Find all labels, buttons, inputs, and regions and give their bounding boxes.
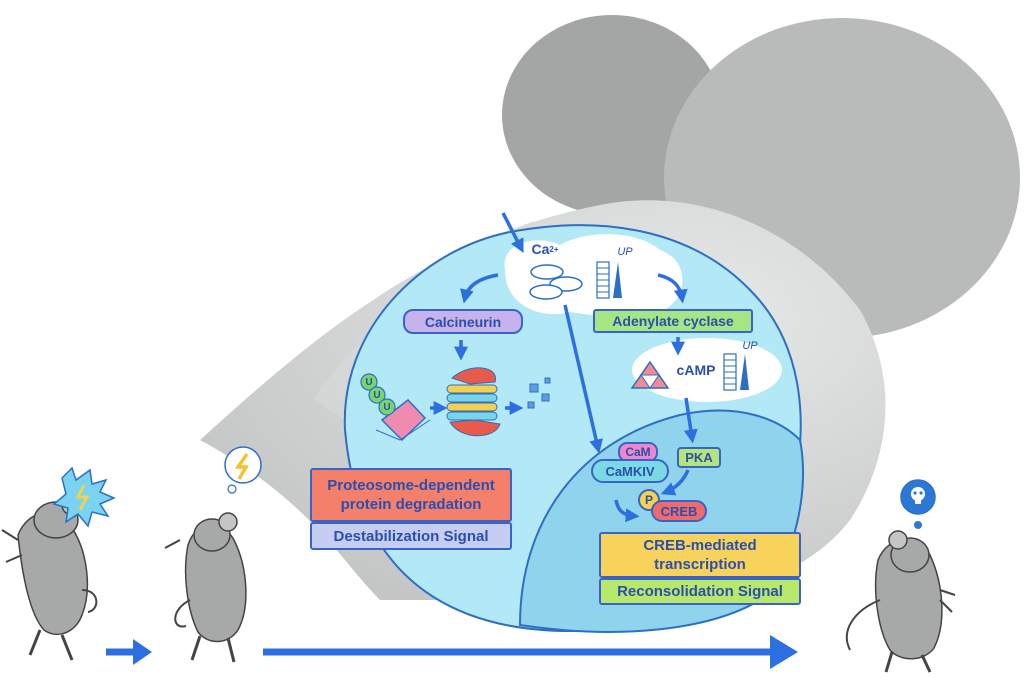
arrow-to-camkiv — [563, 304, 603, 454]
ubiquitin-icon — [360, 373, 431, 442]
ubiquitin-u1: U — [365, 376, 373, 388]
skull-thought-icon — [900, 479, 936, 529]
shock-bubble-icon — [52, 466, 116, 528]
up-label-2: UP — [742, 340, 758, 352]
calcium-vesicles-icon — [529, 264, 583, 300]
ubiquitin-u2: U — [373, 389, 381, 401]
degradation-line2: protein degradation — [340, 496, 482, 513]
calcium-text: Ca — [531, 241, 550, 257]
arrow-pka-to-creb — [660, 469, 690, 496]
pathway-arrows — [430, 212, 698, 523]
arrow-to-pka — [683, 397, 698, 444]
adenylate-cyclase-label: Adenylate cyclase — [593, 309, 753, 333]
pka-label: PKA — [677, 447, 721, 468]
arrow-to-adenylate — [657, 273, 688, 304]
creb-label: CREB — [651, 500, 707, 522]
bar-graph-icon — [596, 261, 622, 299]
calcineurin-label: Calcineurin — [403, 309, 523, 334]
mouse-fearful — [845, 530, 956, 673]
ubiquitin-u3: U — [383, 401, 391, 413]
destabilization-signal-box: Destabilization Signal — [310, 522, 512, 550]
camp-label: cAMP — [676, 362, 716, 378]
proteasome-icon — [446, 367, 501, 437]
arrow-camkiv-to-creb — [614, 499, 640, 523]
bar-graph-icon — [723, 353, 749, 391]
timeline-arrowhead-long — [770, 635, 798, 669]
transcription-line1: CREB-mediated — [643, 537, 757, 554]
degradation-line1: Proteosome-dependent — [327, 477, 495, 494]
transcription-line2: transcription — [654, 556, 746, 573]
arrow-to-calcineurin — [460, 273, 499, 304]
lightning-thought-icon — [224, 446, 262, 494]
timeline-arrowhead-short — [133, 639, 152, 665]
degradation-box: Proteosome-dependent protein degradation — [310, 468, 512, 522]
protein-fragments-icon — [527, 377, 551, 409]
mouse-anxious — [164, 512, 247, 663]
reconsolidation-signal-box: Reconsolidation Signal — [599, 578, 801, 605]
camkiv-label: CaMKIV — [591, 459, 669, 483]
up-label-1: UP — [617, 246, 633, 258]
calcium-charge: 2+ — [549, 244, 559, 254]
camp-triangle-icon — [630, 360, 670, 389]
input-arrow — [501, 212, 524, 253]
transcription-box: CREB-mediated transcription — [599, 532, 801, 578]
